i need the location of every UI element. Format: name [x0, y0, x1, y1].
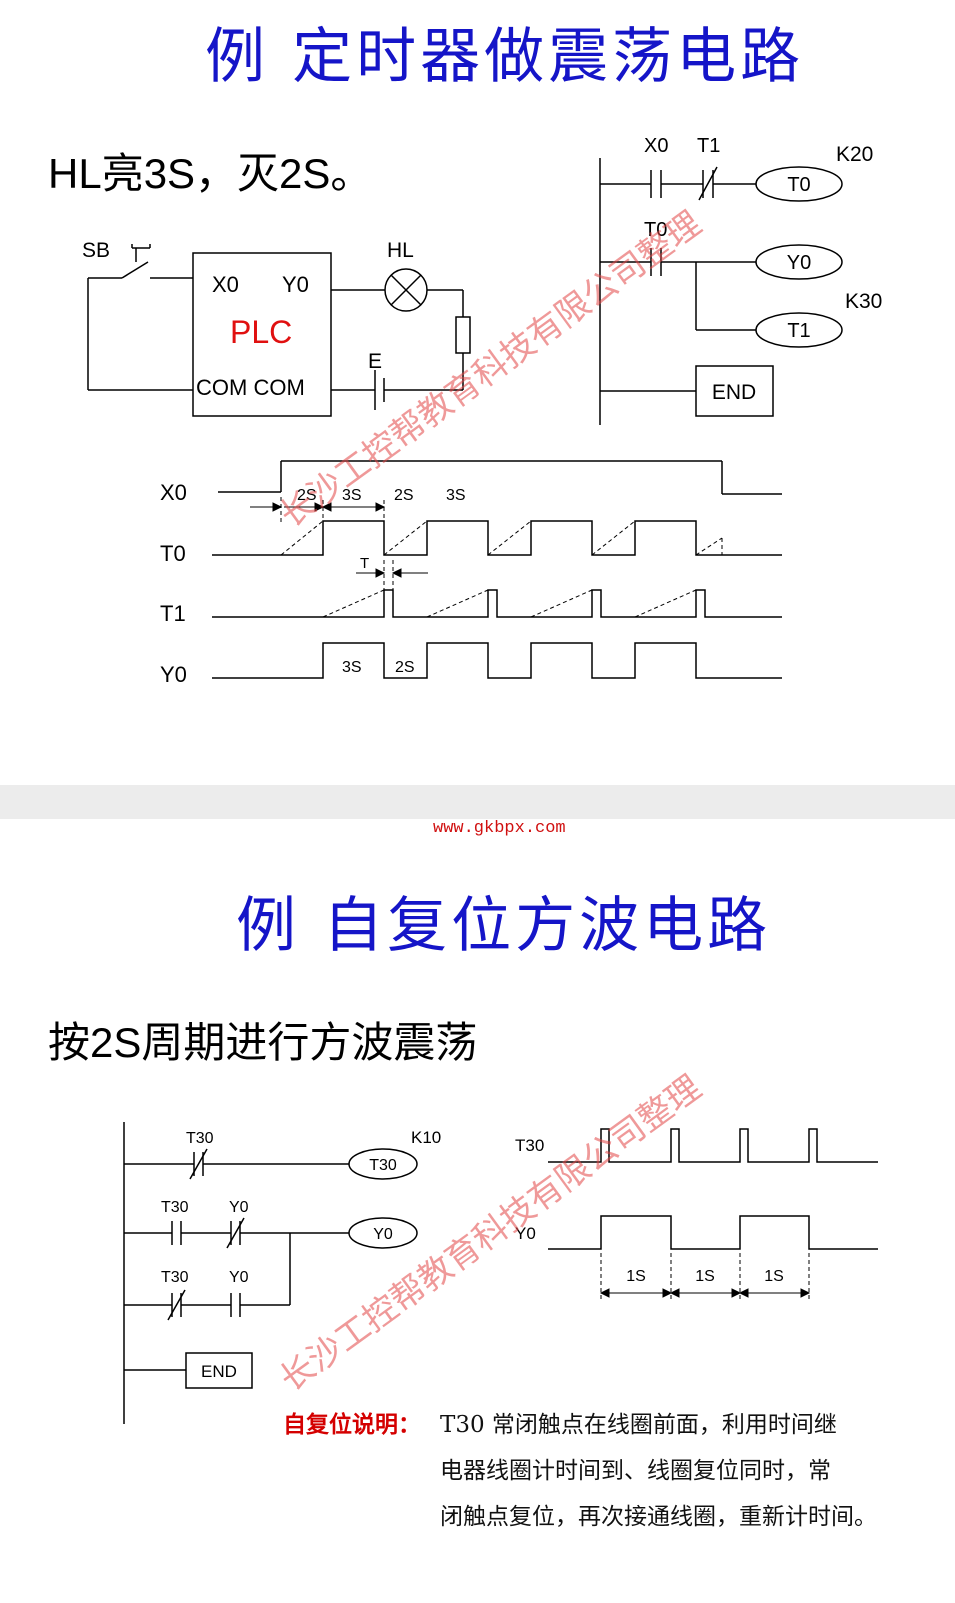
timing2-y0-label: Y0	[515, 1224, 536, 1243]
timing1-t-label: T	[360, 555, 369, 572]
ladder2-k10: K10	[411, 1128, 441, 1147]
timing2-t30-label: T30	[515, 1136, 544, 1155]
slide2-title: 例 自复位方波电路	[236, 891, 772, 961]
wiring-y0-label: Y0	[282, 272, 309, 297]
timing1-y0-3s: 3S	[342, 659, 362, 676]
note-line-1: T30 常闭触点在线圈前面，利用时间继	[440, 1412, 837, 1438]
source-url: www.gkbpx.com	[433, 819, 566, 838]
ladder1-end: END	[712, 381, 756, 404]
wiring-hl-label: HL	[387, 239, 414, 262]
timing1-2s: 2S	[297, 487, 317, 504]
slide1-title: 例 定时器做震荡电路	[205, 22, 805, 92]
ladder1-t1-label: T1	[697, 135, 720, 157]
ladder1-coil-t1: T1	[787, 320, 810, 342]
ladder2-y0-b: Y0	[229, 1199, 249, 1216]
timing1-y0-2s: 2S	[395, 659, 415, 676]
wiring-sb-label: SB	[82, 239, 110, 262]
wiring-com-label: COM COM	[196, 375, 305, 400]
plc-box	[192, 252, 332, 417]
slide1-subtitle: HL亮3S，灭2S。	[48, 150, 373, 197]
wiring-x0-label: X0	[212, 272, 239, 297]
ladder1-k20-label: K20	[836, 143, 873, 166]
ladder1-t0-label: T0	[644, 219, 667, 241]
ladder2-coil-y0: Y0	[373, 1226, 393, 1243]
note-line-2: 电器线圈计时间到、线圈复位同时，常	[440, 1458, 831, 1484]
note-line-3: 闭触点复位，再次接通线圈，重新计时间。	[440, 1504, 877, 1530]
slide-oscillator: 例 定时器做震荡电路 HL亮3S，灭2S。	[0, 0, 955, 785]
ladder2-coil-t30: T30	[369, 1157, 397, 1174]
ladder2-t30-b: T30	[161, 1199, 189, 1216]
ladder2-t30-c: T30	[161, 1269, 189, 1286]
ladder1-x0-label: X0	[644, 135, 668, 157]
timing1-3s-b: 3S	[446, 487, 466, 504]
timing2-seg1: 1S	[626, 1268, 646, 1285]
slide-self-reset: www.gkbpx.com 例 自复位方波电路 按2S周期进行方波震荡	[0, 819, 955, 1603]
ladder1-coil-t0: T0	[787, 174, 810, 196]
ladder2-end: END	[201, 1362, 237, 1381]
wiring-e-label: E	[368, 350, 382, 373]
timing1-y0-label: Y0	[160, 662, 187, 687]
timing1-2s-b: 2S	[394, 487, 414, 504]
ladder1-k30-label: K30	[845, 290, 882, 313]
timing2-seg3: 1S	[764, 1268, 784, 1285]
note-label: 自复位说明：	[283, 1411, 421, 1438]
wiring-plc-label: PLC	[230, 314, 292, 350]
ladder1-coil-y0: Y0	[787, 252, 811, 274]
timing1-t1-label: T1	[160, 601, 186, 626]
timing2-seg2: 1S	[695, 1268, 715, 1285]
slide1-diagram: SB X0 Y0 PLC COM COM HL E X0 T1 K20 T0 T…	[82, 135, 882, 687]
slide-separator	[0, 785, 955, 819]
timing1-t0-label: T0	[160, 541, 186, 566]
timing1-3s: 3S	[342, 487, 362, 504]
ladder2-y0-c: Y0	[229, 1269, 249, 1286]
ladder2-t30-a: T30	[186, 1130, 214, 1147]
timing1-x0-label: X0	[160, 480, 187, 505]
slide2-diagram: T30 K10 T30 T30 Y0 Y0 T30 Y0 END T30 Y0 …	[123, 1122, 878, 1424]
slide2-subtitle: 按2S周期进行方波震荡	[48, 1019, 478, 1066]
